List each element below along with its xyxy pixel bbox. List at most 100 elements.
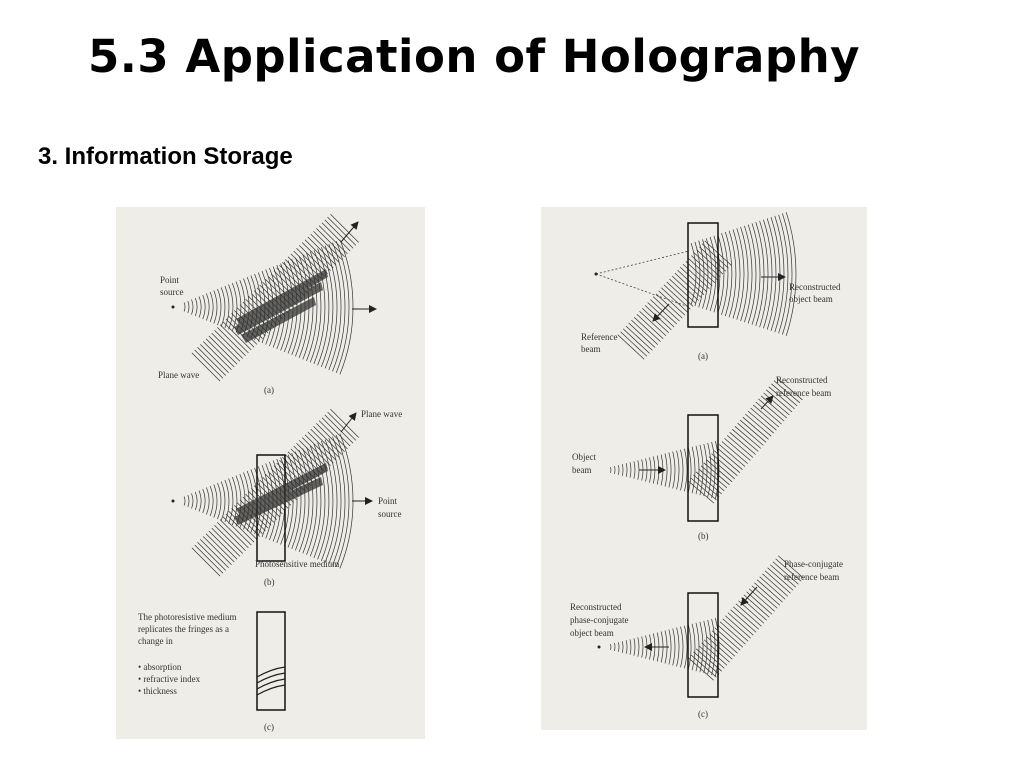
wavefront-line: [688, 258, 716, 284]
wavefront-line: [754, 582, 781, 606]
wavefront-line: [310, 428, 340, 458]
wavefront-arc: [680, 626, 684, 668]
wavefront-line: [719, 444, 746, 467]
wavefront-line: [746, 591, 773, 615]
wavefront-line: [636, 313, 664, 339]
slide-title: 5.3 Application of Holography: [88, 30, 861, 83]
wavefront-line: [217, 522, 246, 551]
fringe-line: [256, 678, 286, 690]
wavefront-line: [727, 612, 754, 636]
wavefront-arc: [280, 457, 290, 545]
wavefront-line: [658, 290, 686, 316]
wavefront-line: [617, 334, 645, 360]
wavefront-line: [735, 603, 762, 627]
wavefront-line: [721, 441, 748, 464]
wavefront-arc: [335, 240, 350, 374]
label-reconstructed-pc-2: phase-conjugate: [570, 615, 628, 625]
arrow-down-left: [740, 586, 758, 606]
wavefront-arc: [213, 290, 218, 324]
dotted-ray-lower: [595, 273, 690, 308]
wavefront-arc: [191, 299, 194, 315]
wavefront-line: [205, 533, 235, 563]
wavefront-line: [693, 651, 720, 675]
wavefront-line: [625, 325, 653, 351]
wavefront-arc: [183, 496, 186, 506]
wavefront-line: [318, 225, 348, 255]
wavefront-arc: [744, 225, 753, 323]
wavefront-line: [703, 639, 730, 663]
wavefront-arc: [690, 242, 697, 306]
wavefront-arc: [309, 251, 322, 363]
point-source-dot: [171, 499, 175, 503]
label-reference-2: beam: [581, 344, 601, 354]
wavefront-line: [217, 327, 246, 356]
wavefront-line: [693, 252, 721, 278]
wavefront-arc: [721, 233, 729, 315]
label-reference-1: Reference: [581, 332, 617, 342]
wavefront-line: [716, 447, 743, 470]
wavefront-line: [321, 222, 351, 252]
wavefront-line: [706, 459, 733, 483]
wavefront-arc: [724, 231, 733, 317]
hologram-box: [687, 414, 719, 522]
wavefront-arc: [194, 491, 198, 511]
wavefront-arc: [287, 454, 298, 548]
wavefront-line: [301, 242, 331, 272]
wavefront-line: [633, 316, 661, 342]
wavefront-line: [775, 558, 802, 582]
wavefront-arc: [621, 464, 624, 476]
wavefront-line: [773, 380, 801, 404]
wavefront-arc: [702, 239, 709, 309]
wavefront-arc: [209, 291, 214, 323]
wavefront-arc: [709, 236, 717, 312]
wavefront-arc: [243, 472, 250, 530]
wavefront-arc: [202, 294, 206, 320]
wavefront-arc: [732, 229, 741, 319]
wavefront-line: [231, 508, 260, 537]
panel-b: Reconstructed reference beam Object beam…: [572, 375, 831, 541]
wavefront-arc: [335, 434, 350, 568]
wavefront-arc: [785, 212, 797, 336]
dotted-ray-upper: [595, 250, 690, 275]
wavefront-arc: [231, 476, 238, 526]
wavefront-line: [304, 239, 334, 269]
wavefront-arc: [224, 479, 230, 523]
wavefront-arc: [755, 221, 765, 327]
wavefront-arc: [684, 625, 688, 669]
wavefront-line: [732, 429, 759, 452]
right-holography-figure: Reconstructed object beam Reference beam…: [541, 207, 867, 730]
wavefront-line: [214, 524, 244, 554]
wavefront-arc: [618, 642, 620, 652]
wavefront-line: [724, 438, 751, 461]
wavefront-line: [669, 278, 697, 304]
wavefront-line: [316, 228, 345, 257]
wavefront-arc: [629, 462, 632, 478]
wavefront-arc: [694, 241, 701, 307]
wavefront-line: [696, 249, 724, 275]
wavefront-line: [742, 416, 769, 440]
wavefront-arc: [705, 238, 713, 310]
wavefront-line: [700, 465, 728, 489]
wavefront-arc: [618, 465, 620, 475]
wavefront-line: [752, 404, 780, 428]
wavefront-arc: [736, 228, 745, 320]
wavefront-line: [620, 331, 648, 357]
plane-wave-band: [191, 214, 359, 382]
wavefront-line: [690, 654, 717, 678]
left-holography-figure: Point source Plane wave (a) Plane wave P…: [116, 207, 425, 739]
note-line-1: The photoresistive medium: [138, 612, 236, 622]
panel-a: Reconstructed object beam Reference beam…: [581, 212, 841, 361]
wavefront-line: [330, 214, 359, 243]
wavefront-arc: [283, 455, 294, 547]
wavefront-line: [759, 576, 786, 600]
wavefront-line: [771, 383, 798, 407]
wavefront-arc: [664, 453, 668, 487]
label-reconstructed-reference-1: Reconstructed: [776, 375, 828, 385]
wavefront-line: [726, 435, 754, 458]
wavefront-line: [717, 624, 744, 648]
wavefront-line: [296, 247, 326, 277]
label-reconstructed-reference-2: reference beam: [776, 388, 831, 398]
wavefront-line: [211, 527, 241, 557]
wavefront-arc: [328, 243, 342, 371]
wavefront-line: [194, 544, 224, 574]
